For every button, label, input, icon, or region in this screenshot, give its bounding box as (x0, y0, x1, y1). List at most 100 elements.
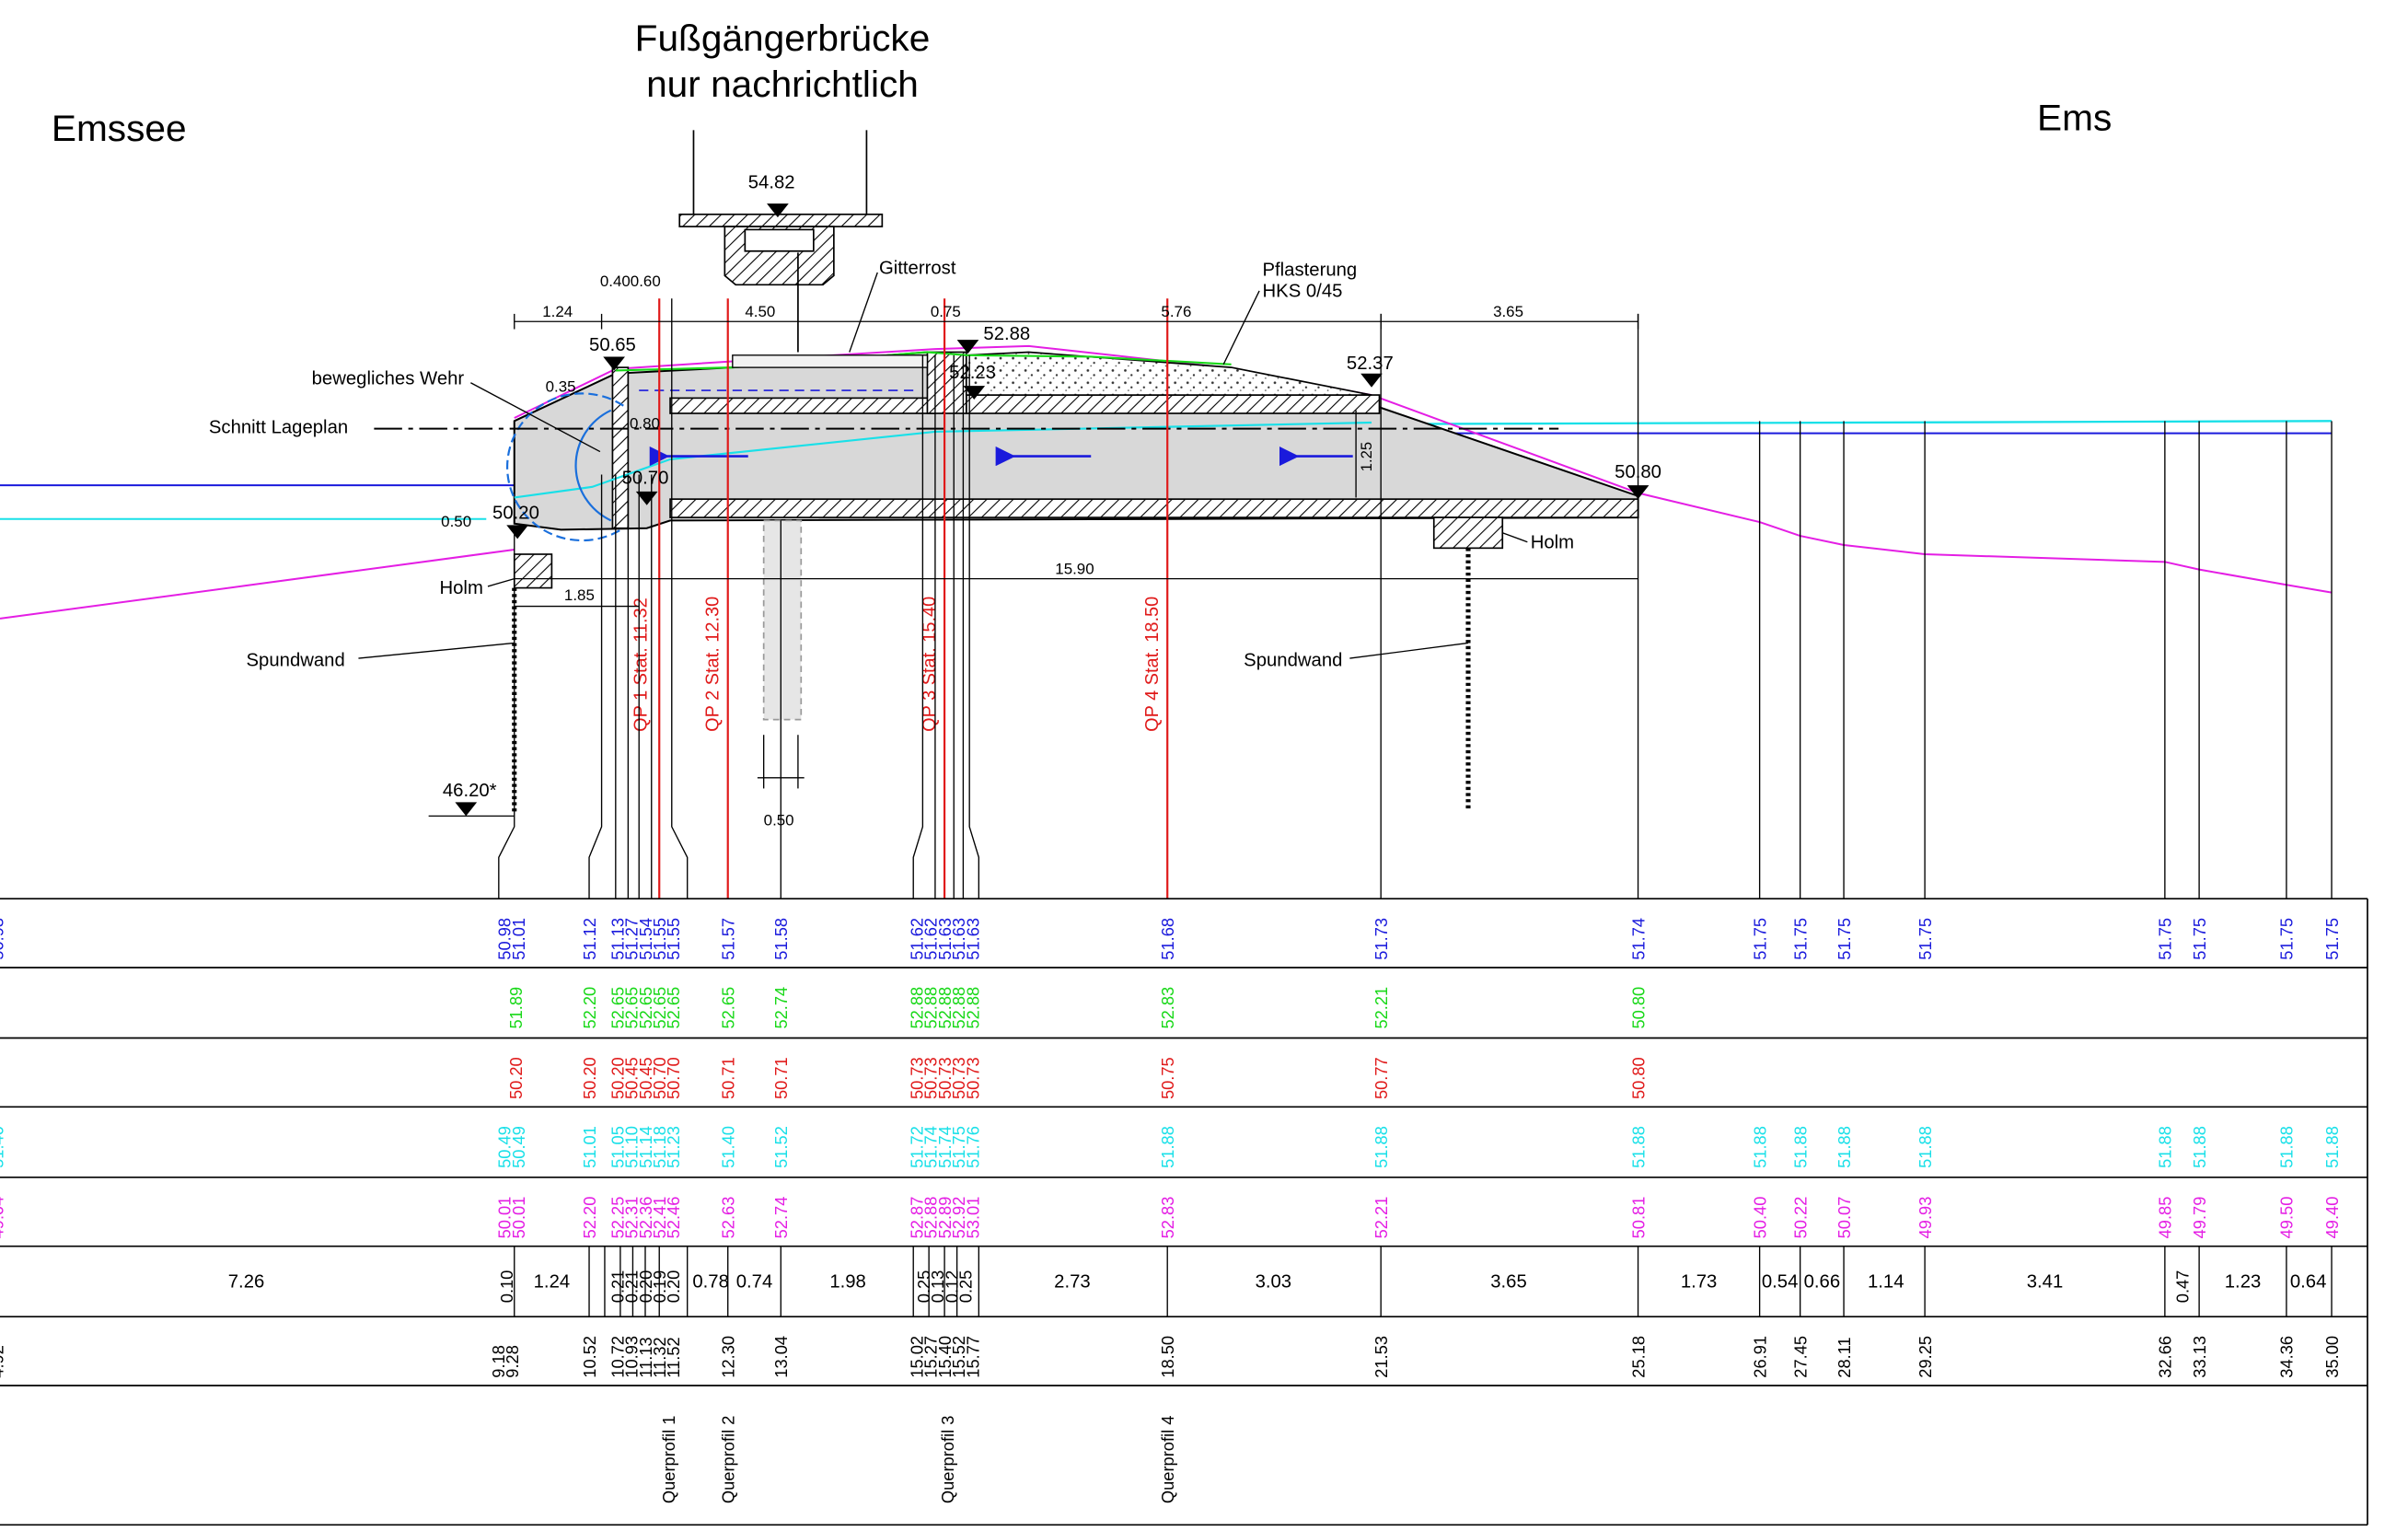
row-cyan-value: 51.88 (2155, 1126, 2174, 1168)
spacing-value: 1.23 (2225, 1272, 2262, 1293)
dim-124: 1.24 (542, 303, 573, 320)
row-blue-value: 51.63 (935, 918, 955, 960)
dim-450: 4.50 (745, 303, 775, 320)
bridge-title-line1: Fußgängerbrücke (635, 17, 931, 59)
row-magenta-value: 52.31 (621, 1197, 641, 1239)
row-magenta-value: 52.89 (935, 1197, 955, 1239)
spacing-value: 0.74 (736, 1272, 773, 1293)
row-magenta-value: 52.87 (907, 1197, 926, 1239)
annotation-leaders (358, 272, 1528, 659)
spacing-value: 0.78 (692, 1272, 729, 1293)
row-magenta-value: 50.07 (1835, 1197, 1854, 1239)
cut-left-value: 50.93 (0, 918, 6, 960)
row-blue-value: 51.63 (963, 918, 982, 960)
elev-bridge: 54.82 (748, 173, 795, 193)
row-magenta-value: 52.20 (580, 1197, 599, 1239)
elev-5288: 52.88 (983, 324, 1030, 344)
bridge-girder (724, 226, 835, 286)
row-magenta-value: 50.22 (1790, 1197, 1810, 1239)
row-green-value: 52.88 (920, 987, 940, 1029)
row-station-value: 10.72 (608, 1336, 627, 1378)
spacing-value: 1.73 (1681, 1272, 1718, 1293)
terrain-magenta-left (0, 549, 515, 620)
gitterrost (732, 354, 929, 368)
dim-050a: 0.50 (441, 513, 471, 530)
green-top-line (615, 351, 1232, 372)
leader-lines (498, 298, 2333, 899)
spacing-value: 1.24 (534, 1272, 571, 1293)
weir-label: bewegliches Wehr (312, 369, 465, 389)
row-blue-value: 51.75 (2155, 918, 2174, 960)
row-green-value: 52.88 (907, 987, 926, 1029)
row-blue-value: 51.13 (608, 918, 627, 960)
row-magenta-value: 50.01 (509, 1197, 528, 1239)
row-cyan-value: 51.88 (2190, 1126, 2209, 1168)
row-blue-value: 51.63 (949, 918, 968, 960)
row-cyan-value: 51.05 (608, 1126, 627, 1168)
spacing-value: 0.10 (497, 1270, 516, 1304)
row-green-value: 52.65 (718, 987, 737, 1029)
row-green-value: 52.74 (771, 987, 791, 1029)
row-red-value: 50.73 (920, 1057, 940, 1099)
elev-5020: 50.20 (492, 504, 539, 524)
elev-5237: 52.37 (1347, 354, 1394, 374)
row-red-value: 50.45 (621, 1057, 641, 1099)
row-magenta-value: 52.88 (920, 1197, 940, 1239)
pflasterung (965, 351, 1372, 396)
elev-5080: 50.80 (1615, 462, 1661, 482)
row-blue-value: 51.75 (1835, 918, 1854, 960)
row-cyan-value: 51.88 (1750, 1126, 1769, 1168)
schnitt-label: Schnitt Lageplan (209, 418, 348, 438)
dim-040060: 0.400.60 (600, 273, 661, 290)
elev-5223: 52.23 (949, 363, 996, 383)
row-green-value: 52.65 (621, 987, 641, 1029)
bottom-slab (669, 498, 1639, 518)
row-cyan-value: 51.88 (2277, 1126, 2297, 1168)
water-level-cyan-right (1383, 420, 2333, 425)
spacing-value: 0.66 (1804, 1272, 1841, 1293)
row-red-value: 50.20 (506, 1057, 526, 1099)
row-green-value: 52.88 (963, 987, 982, 1029)
row-cyan-value: 51.88 (1790, 1126, 1810, 1168)
bridge-deck (678, 213, 884, 227)
row-magenta-value: 52.36 (636, 1197, 655, 1239)
row-station-value: 33.13 (2190, 1336, 2209, 1378)
middle-wall (926, 351, 967, 414)
spacing-value: 0.20 (664, 1270, 683, 1304)
row-station-value: 18.50 (1158, 1336, 1177, 1378)
row-magenta-value: 52.25 (608, 1197, 627, 1239)
row-station-value: 21.53 (1372, 1336, 1391, 1378)
row-green-value: 52.21 (1372, 987, 1391, 1029)
row-cyan-value: 51.72 (907, 1126, 926, 1168)
dim-185: 1.85 (564, 586, 595, 604)
holm-right-label: Holm (1531, 533, 1574, 553)
pflasterung-label-2: HKS 0/45 (1262, 282, 1342, 302)
row-blue-value: 51.12 (580, 918, 599, 960)
holm-right (1432, 516, 1504, 550)
row-blue-value: 51.75 (1916, 918, 1935, 960)
ems-label: Ems (2037, 98, 2112, 139)
row-green-value: 52.20 (580, 987, 599, 1029)
spacing-value: 3.03 (1256, 1272, 1292, 1293)
spacing-value: 0.25 (956, 1270, 976, 1304)
dim-080: 0.80 (630, 415, 660, 433)
spacing-value: 0.13 (928, 1270, 947, 1304)
row-station-value: 28.11 (1835, 1337, 1854, 1377)
row-blue-value: 51.62 (907, 918, 926, 960)
row-cyan-value: 51.10 (621, 1126, 641, 1168)
dim-075: 0.75 (931, 303, 961, 320)
row-blue-value: 51.01 (509, 918, 528, 960)
top-slab (965, 394, 1381, 414)
row-magenta-value: 52.63 (718, 1197, 737, 1239)
row-magenta-value: 49.93 (1916, 1197, 1935, 1239)
row-red-value: 50.73 (949, 1057, 968, 1099)
spacing-value: 3.41 (2027, 1272, 2064, 1293)
row-station-value: 11.13 (636, 1337, 655, 1377)
row-cyan-value: 51.88 (1835, 1126, 1854, 1168)
row-blue-value: 51.27 (621, 918, 641, 960)
row-green-value: 52.65 (664, 987, 683, 1029)
row-red-value: 50.71 (771, 1057, 791, 1099)
row-cyan-value: 51.88 (1372, 1126, 1391, 1168)
row-green-value: 50.80 (1628, 987, 1648, 1029)
